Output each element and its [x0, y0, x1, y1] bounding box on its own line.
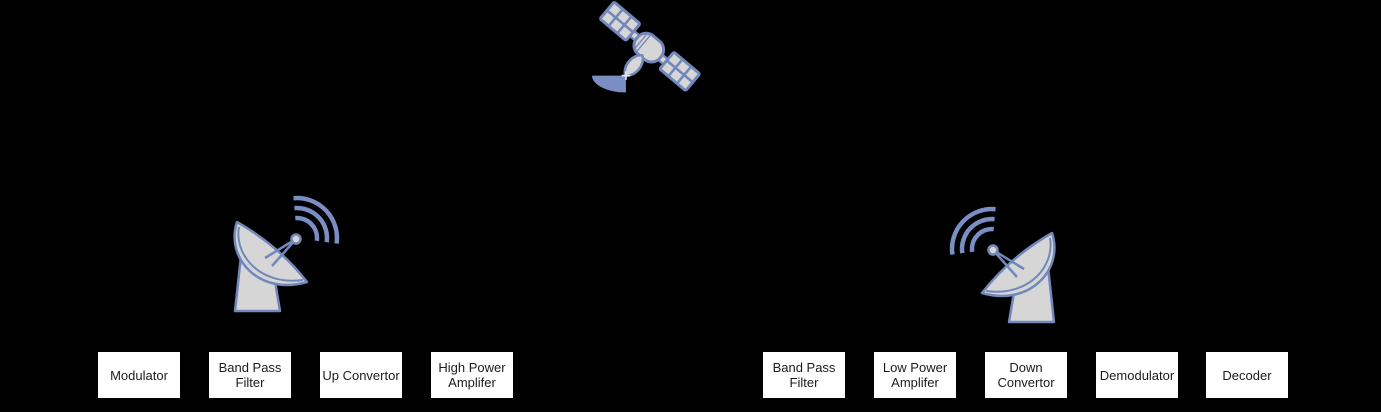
block-label: High Power: [438, 360, 506, 375]
block-label: Modulator: [110, 367, 168, 383]
satellite-dish-icon: [947, 206, 1058, 324]
block-label: Convertor: [997, 375, 1055, 390]
block-low-power-amplifer: Low Power Amplifer: [874, 352, 956, 398]
block-band-pass-filter-downlink: Band Pass Filter: [763, 352, 845, 398]
block-down-convertor: Down Convertor: [985, 352, 1067, 398]
block-label: Filter: [235, 375, 265, 390]
block-band-pass-filter-uplink: Band Pass Filter: [209, 352, 291, 398]
block-label: Demodulator: [1099, 367, 1175, 383]
block-label: Band Pass: [772, 360, 836, 375]
block-up-convertor: Up Convertor: [320, 352, 402, 398]
satellite-dish-icon: [231, 195, 342, 313]
block-label: Low Power: [882, 360, 948, 375]
block-label: Filter: [789, 375, 819, 390]
block-label: Decoder: [1222, 367, 1272, 383]
satellite-icon: [591, 1, 710, 101]
block-label: Amplifer: [891, 375, 939, 390]
block-modulator: Modulator: [98, 352, 180, 398]
block-high-power-amplifer: High Power Amplifer: [431, 352, 513, 398]
block-label: Amplifer: [448, 375, 496, 390]
block-label: Down: [1009, 360, 1043, 375]
block-label: Up Convertor: [322, 367, 400, 383]
block-label: Band Pass: [218, 360, 282, 375]
block-decoder: Decoder: [1206, 352, 1288, 398]
block-demodulator: Demodulator: [1096, 352, 1178, 398]
